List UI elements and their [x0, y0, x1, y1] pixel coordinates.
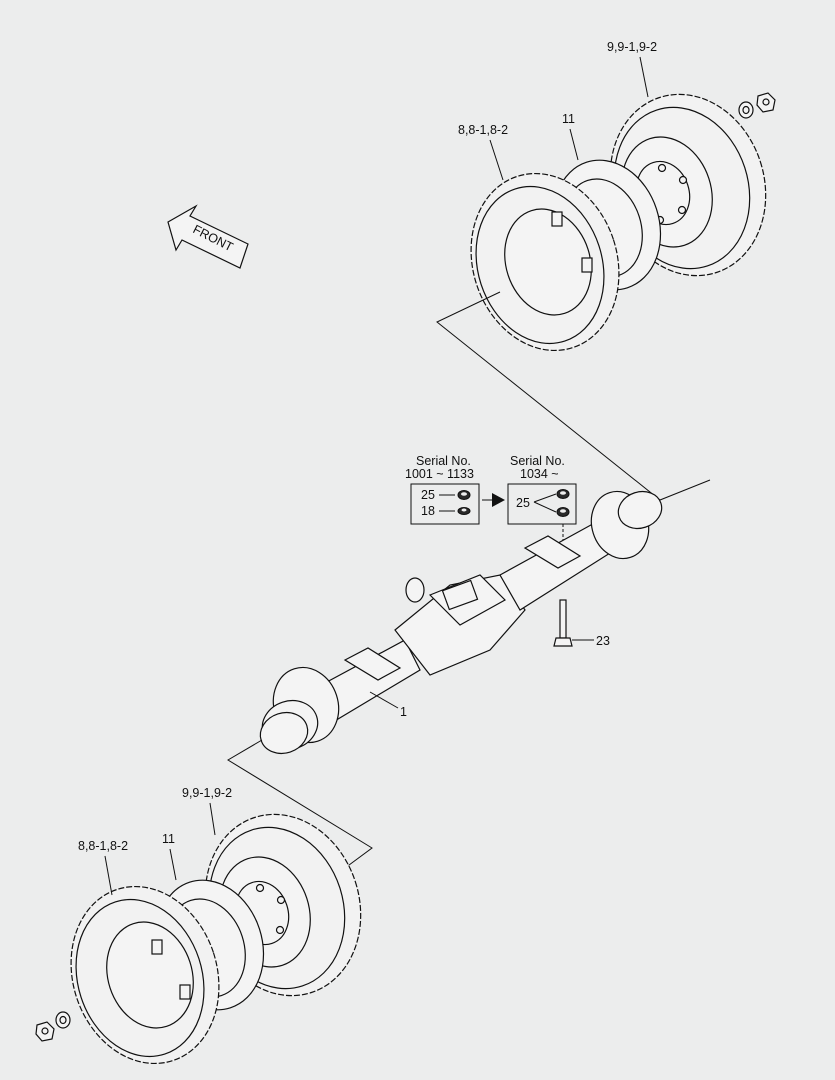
axle-housing — [259, 490, 663, 755]
upper-inner-rim-tire — [470, 172, 620, 352]
lower-washer — [55, 1011, 71, 1029]
serial-new-item-1: 25 — [516, 496, 530, 510]
upper-nut — [756, 92, 776, 113]
callout-lower-spacer: 11 — [162, 832, 175, 846]
serial-range-old: 1001 ~ 1133 — [405, 467, 474, 481]
callout-upper-spacer: 11 — [562, 112, 575, 126]
serial-old-item-2: 18 — [421, 504, 435, 518]
serial-box-new: Serial No. 1034 ~ 25 — [507, 454, 577, 525]
callout-lower-rim: 8,8-1,8-2 — [78, 839, 128, 853]
callout-upper-rim: 8,8-1,8-2 — [458, 123, 508, 137]
lower-wheel-connector — [227, 739, 373, 869]
upper-wheel-connector — [436, 291, 711, 501]
upper-washer — [738, 101, 754, 119]
callout-lower-tire: 9,9-1,9-2 — [182, 786, 232, 800]
serial-range-new: 1034 ~ — [520, 467, 559, 481]
serial-old-item-1: 25 — [421, 488, 435, 502]
lower-inner-rim-tire — [70, 885, 220, 1065]
callout-axle: 1 — [400, 705, 407, 719]
serial-arrow — [482, 493, 505, 507]
serial-label-old: Serial No. — [416, 454, 471, 468]
front-arrow: FRONT — [167, 204, 249, 269]
serial-box-old: Serial No. 1001 ~ 1133 25 18 — [405, 454, 480, 525]
callout-bolt: 23 — [596, 634, 610, 648]
bolt — [553, 599, 573, 647]
lower-nut — [35, 1021, 55, 1042]
serial-label-new: Serial No. — [510, 454, 565, 468]
callout-upper-tire: 9,9-1,9-2 — [607, 40, 657, 54]
